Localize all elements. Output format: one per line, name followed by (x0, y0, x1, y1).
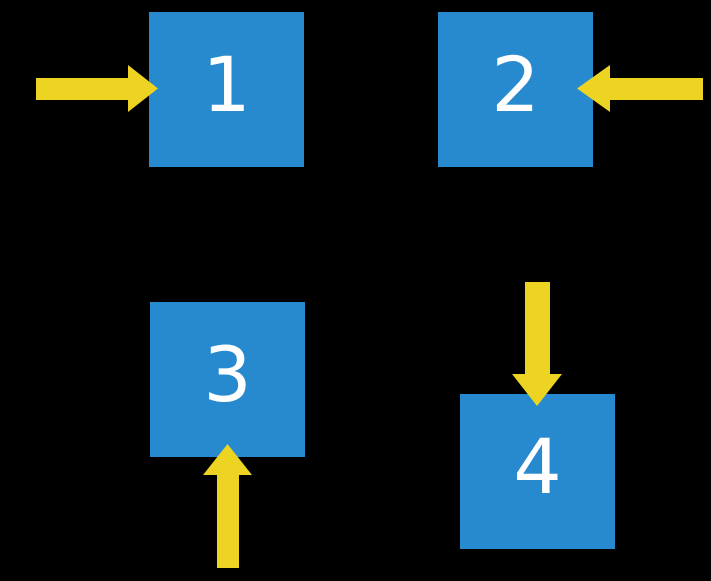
arrow-right-into-box-1-icon (36, 65, 158, 112)
box-3: 3 (150, 302, 305, 457)
arrow-left-into-box-2-icon (577, 65, 703, 112)
box-4-label: 4 (513, 421, 562, 511)
box-1: 1 (149, 12, 304, 167)
arrow-down-into-box-4-icon (512, 282, 562, 406)
box-1-label: 1 (202, 39, 251, 129)
box-4: 4 (460, 394, 615, 549)
box-3-label: 3 (203, 329, 252, 419)
box-2: 2 (438, 12, 593, 167)
arrow-down-shape (512, 282, 562, 406)
arrow-left-shape (577, 65, 703, 112)
arrow-right-shape (36, 65, 158, 112)
arrow-up-into-box-3-icon (203, 444, 252, 568)
arrow-up-shape (203, 444, 252, 568)
box-2-label: 2 (491, 39, 540, 129)
